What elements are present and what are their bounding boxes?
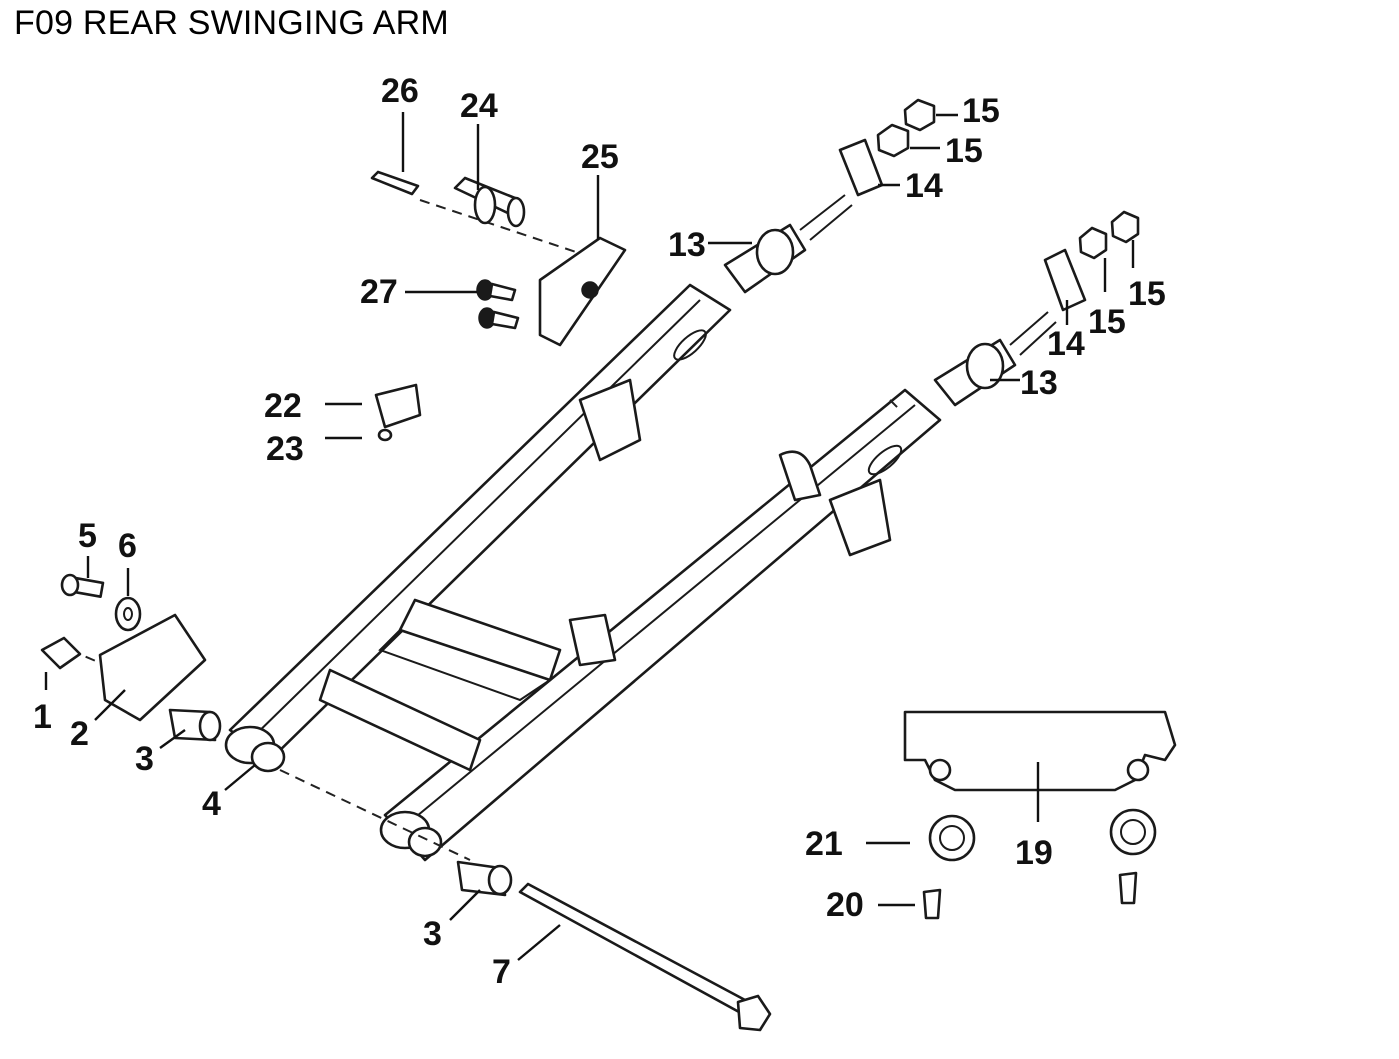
- callout-4: 4: [202, 785, 221, 823]
- callout-15-b: 15: [945, 132, 983, 170]
- part-13-upper: [708, 194, 853, 294]
- part-13-lower: [933, 311, 1057, 407]
- callout-14-upper: 14: [905, 167, 943, 205]
- callout-6: 6: [118, 527, 137, 565]
- part-3-bushing-lower: [449, 860, 513, 921]
- diagram-title: F09 REAR SWINGING ARM: [14, 4, 449, 42]
- callout-1: 1: [33, 698, 52, 736]
- callout-26: 26: [381, 72, 419, 110]
- callout-15-d: 15: [1128, 275, 1166, 313]
- part-5-bolt: [60, 556, 105, 598]
- callout-labels: 1 2 3 4 5 6 3 7 13 13 14 14 15 15 15 15 …: [33, 72, 1166, 991]
- part-23-bolt: [325, 428, 393, 442]
- callout-22: 22: [264, 387, 302, 425]
- callout-20: 20: [826, 886, 864, 924]
- callout-13-lower: 13: [1020, 364, 1058, 402]
- part-15-nut-c: [1078, 226, 1108, 292]
- callout-2: 2: [70, 715, 89, 753]
- part-7-axle: [517, 882, 772, 1032]
- part-25-bracket: [538, 175, 627, 347]
- callout-21: 21: [805, 825, 843, 863]
- callout-13-upper: 13: [668, 226, 706, 264]
- part-19-chain-guard: [903, 710, 1177, 822]
- callout-15-c: 15: [1088, 303, 1126, 341]
- callout-25: 25: [581, 138, 619, 176]
- part-21-washer-right: [1109, 808, 1157, 856]
- part-15-nut-a: [903, 98, 958, 132]
- part-15-nut-d: [1110, 210, 1140, 268]
- part-20-bolt-left: [878, 888, 942, 920]
- swing-arm-frame: [224, 283, 942, 862]
- part-24-sleeve: [453, 124, 526, 228]
- callout-24: 24: [460, 87, 498, 125]
- part-27-screws: [405, 279, 520, 330]
- callout-19: 19: [1015, 834, 1053, 872]
- part-14-plate-lower: [1043, 248, 1087, 325]
- callout-3-upper: 3: [135, 740, 154, 778]
- part-6-washer: [114, 568, 142, 632]
- part-2-block: [94, 613, 207, 722]
- part-3-bushing-upper: [159, 708, 222, 749]
- callout-3-lower: 3: [423, 915, 442, 953]
- callout-23: 23: [266, 430, 304, 468]
- part-26-pin: [370, 112, 420, 196]
- part-21-washer-left: [866, 814, 976, 862]
- part-14-plate-upper: [838, 138, 900, 197]
- callout-27: 27: [360, 273, 398, 311]
- callout-5: 5: [78, 517, 97, 555]
- callout-15-a: 15: [962, 92, 1000, 130]
- callout-7: 7: [492, 953, 511, 991]
- part-1-clip: [40, 636, 82, 690]
- part-20-bolt-right: [1118, 871, 1138, 905]
- part-22-clamp: [325, 383, 422, 429]
- part-15-nut-b: [876, 123, 940, 158]
- callout-14-lower: 14: [1047, 325, 1085, 363]
